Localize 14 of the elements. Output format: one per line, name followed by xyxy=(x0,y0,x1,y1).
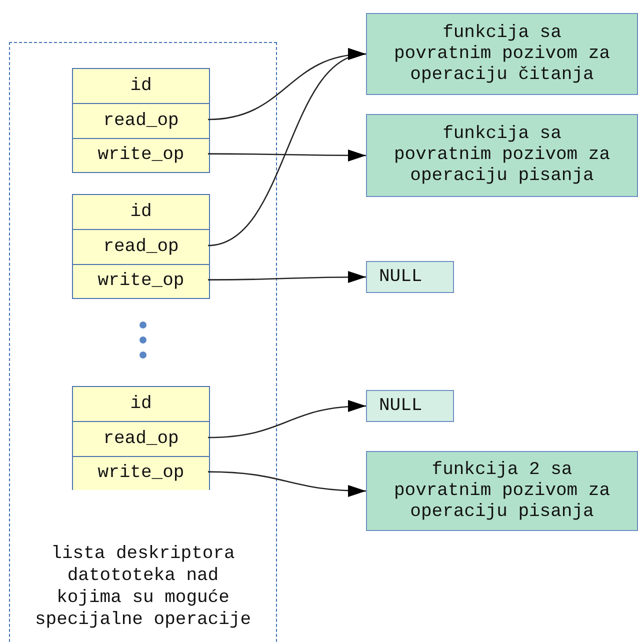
arrow xyxy=(208,471,366,497)
null-box: NULL xyxy=(366,390,454,422)
function-box: funkcija sa povratnim pozivom za operaciju čitanja xyxy=(366,13,638,95)
arrow xyxy=(208,271,366,284)
arrow xyxy=(208,400,366,438)
function-box: funkcija 2 sa povratnim pozivom za operaciju pisanja xyxy=(366,451,638,531)
null-box: NULL xyxy=(366,261,454,293)
record-box xyxy=(72,194,210,299)
group-caption: lista deskriptora datototeka nad kojima su moguće specijalne operacije xyxy=(34,543,252,631)
record-box xyxy=(72,386,210,490)
dashed-group-frame xyxy=(9,42,277,644)
record-box xyxy=(72,68,210,173)
function-box: funkcija sa povratnim pozivom za operaciju pisanja xyxy=(366,114,638,197)
record-field: write_op xyxy=(73,456,209,490)
